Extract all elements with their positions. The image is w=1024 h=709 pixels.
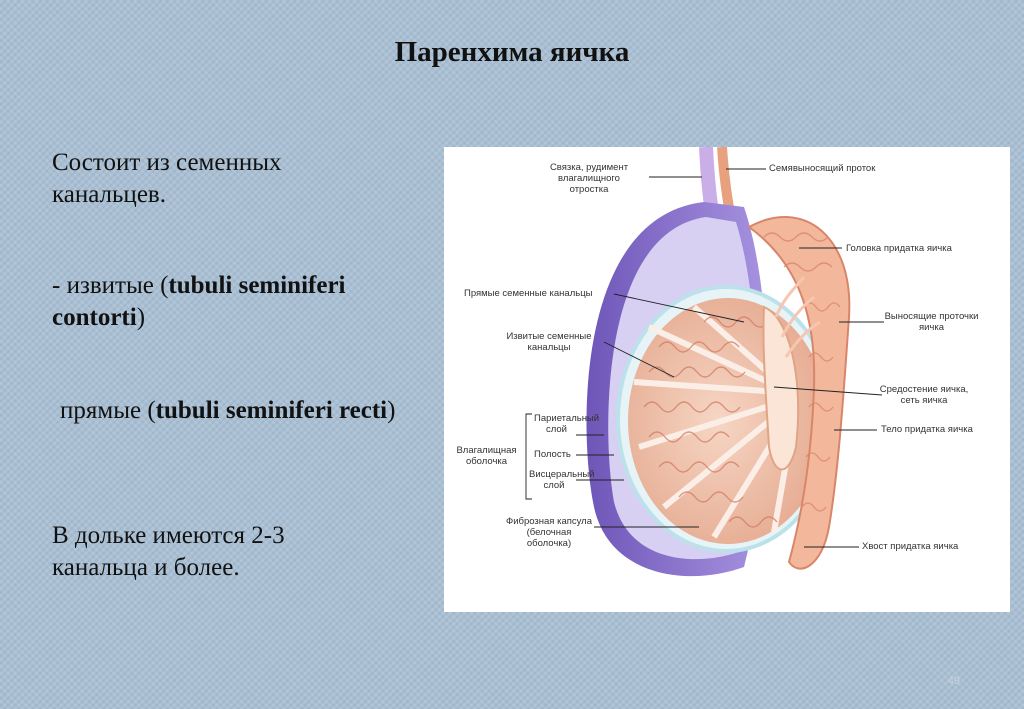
- label-tunica-vaginalis: Влагалищная оболочка: [456, 445, 517, 467]
- slide-title: Паренхима яичка: [394, 36, 630, 68]
- paragraph-text: Состоит из семенных канальцев.: [52, 149, 282, 208]
- text-prefix: - извитые (: [52, 272, 169, 299]
- testis-illustration: [525, 147, 884, 577]
- epididymis: [747, 216, 851, 570]
- rete-testis: [762, 305, 800, 471]
- paragraph-straight-tubules: прямые (tubuli seminiferi recti): [52, 395, 432, 427]
- label-ligament-remnant: Связка, рудимент влагалищного отростка: [549, 162, 629, 195]
- label-visceral-layer: Висцеральный слой: [529, 469, 595, 491]
- label-parietal-layer: Париетальный слой: [534, 413, 600, 435]
- paragraph-convoluted-tubules: - извитые (tubuli seminiferi contorti): [52, 270, 432, 334]
- label-rete-testis: Средостение яичка, сеть яичка: [879, 384, 969, 406]
- label-fibrous-capsule: Фиброзная капсула (белочная оболочка): [505, 516, 592, 549]
- text-suffix: ): [136, 304, 146, 331]
- label-vas-deferens: Семявыносящий проток: [769, 163, 876, 174]
- page-number: 49: [947, 675, 960, 687]
- label-cavity: Полость: [534, 449, 571, 460]
- text-suffix: ): [387, 397, 396, 424]
- label-epididymis-tail: Хвост придатка яичка: [862, 541, 959, 552]
- paragraph-composition: Состоит из семенных канальцев.: [52, 147, 382, 211]
- label-efferent-ductules: Выносящие проточки яичка: [884, 311, 979, 333]
- label-straight-tubules: Прямые семенные канальцы: [464, 288, 593, 299]
- label-epididymis-body: Тело придатка яичка: [881, 424, 973, 435]
- label-leader-lines: [525, 168, 884, 548]
- paragraph-lobule: В дольке имеются 2-3 канальца и более.: [52, 520, 382, 584]
- paragraph-text: В дольке имеются 2-3 канальца и более.: [52, 522, 285, 581]
- testis-diagram: Связка, рудимент влагалищного отростка С…: [444, 147, 1010, 612]
- text-prefix: прямые (: [60, 397, 156, 424]
- label-convoluted-tubules: Извитые семенные канальцы: [506, 331, 592, 353]
- latin-term: tubuli seminiferi recti: [155, 397, 388, 424]
- efferent-ductules: [774, 276, 821, 358]
- convoluted-tubules: [643, 316, 778, 528]
- latin-term: tubuli seminiferi contorti: [52, 272, 346, 331]
- epididymis-coils: [763, 232, 841, 512]
- label-epididymis-head: Головка придатка яичка: [846, 243, 952, 254]
